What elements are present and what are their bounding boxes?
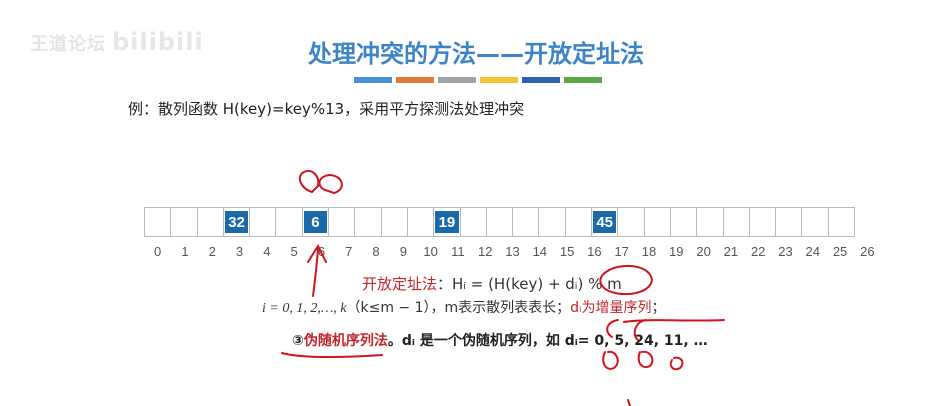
hash-index: 17 <box>614 244 629 259</box>
method-number: ③ <box>292 333 304 349</box>
hash-table: 32 6 19 45 <box>144 207 856 237</box>
hash-index: 13 <box>505 244 520 259</box>
hash-index: 10 <box>423 244 438 259</box>
hash-cell <box>197 207 224 237</box>
formula-line-2: i = 0, 1, 2,…, k（k≤m − 1），m表示散列表表长；dᵢ为增量… <box>262 297 666 317</box>
formula-range: i = 0, 1, 2,…, k <box>262 301 347 316</box>
hash-cell <box>644 207 671 237</box>
hash-cell <box>565 207 593 237</box>
hash-index: 24 <box>805 244 820 259</box>
hash-index: 22 <box>750 244 766 259</box>
hash-index: 23 <box>778 244 793 259</box>
hash-cell <box>697 207 724 237</box>
hash-cell <box>539 207 566 237</box>
method-label: 伪随机序列法 <box>303 333 388 349</box>
watermark-text: 王道论坛 <box>30 34 106 55</box>
color-bar-segment <box>354 77 392 83</box>
color-bar-segment <box>480 77 518 83</box>
hash-cell <box>723 207 750 237</box>
color-bar-segment <box>438 77 476 83</box>
ink-mark-bottom <box>627 399 631 406</box>
hash-cell <box>776 207 803 237</box>
hash-index: 25 <box>832 244 848 259</box>
ink-arrow-shaft <box>312 246 319 297</box>
hash-cell <box>407 207 435 237</box>
hash-cell <box>276 207 303 237</box>
method-description: 。dᵢ 是一个伪随机序列，如 dᵢ= 0, 5, 24, 11, … <box>387 333 708 349</box>
hash-cell <box>802 207 829 237</box>
hash-index: 8 <box>372 244 380 259</box>
ink-circle-5 <box>606 319 619 338</box>
title-color-bar <box>354 77 602 83</box>
slide-title: 处理冲突的方法——开放定址法 <box>308 40 644 68</box>
formula-line-1: 开放定址法：Hᵢ = (H(key) + dᵢ) % m <box>362 273 622 294</box>
hash-index: 12 <box>477 244 493 259</box>
formula-increment-label: dᵢ为增量序列 <box>570 300 652 316</box>
hash-cell: 6 <box>302 207 330 237</box>
hash-cell: 19 <box>434 207 461 237</box>
hash-cell <box>171 207 198 237</box>
hash-index: 15 <box>559 244 575 259</box>
hash-cell <box>145 207 172 237</box>
hash-cell <box>329 207 356 237</box>
color-bar-segment <box>396 77 434 83</box>
formula-label: 开放定址法 <box>362 275 438 293</box>
method-line: ③伪随机序列法。dᵢ 是一个伪随机序列，如 dᵢ= 0, 5, 24, 11, … <box>292 330 708 350</box>
hash-cell: 45 <box>592 207 619 237</box>
hash-cell-value: 32 <box>224 211 249 233</box>
hash-cell-value: 19 <box>435 211 459 233</box>
ink-loop-3 <box>669 356 684 371</box>
hash-index: 26 <box>860 244 875 259</box>
ink-underline-increment <box>623 319 725 323</box>
hash-index: 0 <box>154 244 162 259</box>
color-bar-segment <box>522 77 560 83</box>
hash-index: 20 <box>696 244 711 259</box>
hash-index: 1 <box>181 244 189 259</box>
hash-cell-value: 6 <box>303 211 328 233</box>
ink-circle-mod-m <box>599 264 654 296</box>
hash-cell <box>670 207 698 237</box>
hash-cell <box>381 207 408 237</box>
hash-cell <box>828 207 856 237</box>
ink-circle-right <box>318 173 343 195</box>
hash-index: 14 <box>532 244 548 259</box>
hash-index: 21 <box>723 244 739 259</box>
formula-expression: ：Hᵢ = (H(key) + dᵢ) % m <box>437 275 622 293</box>
color-bar-segment <box>564 77 602 83</box>
hash-index: 2 <box>208 244 216 259</box>
formula-condition: （k≤m − 1），m表示散列表表长； <box>346 300 571 316</box>
ink-underline-method <box>281 352 383 359</box>
ink-circle-left <box>298 170 320 194</box>
hash-cell <box>749 207 777 237</box>
ink-circle-24 <box>633 319 647 341</box>
hash-index: 3 <box>235 244 244 259</box>
hash-index: 11 <box>451 244 465 259</box>
hash-index: 9 <box>399 244 407 259</box>
ink-loop-1 <box>602 350 619 370</box>
hash-cell <box>486 207 514 237</box>
watermark: 王道论坛 bilibili <box>30 28 204 56</box>
hash-index: 16 <box>587 244 602 259</box>
hash-cell <box>460 207 487 237</box>
hash-cell <box>250 207 277 237</box>
hash-cell: 32 <box>223 207 251 237</box>
hash-index: 7 <box>345 244 353 259</box>
hash-index: 4 <box>263 244 271 259</box>
hash-index: 5 <box>290 244 298 259</box>
hash-cell-value: 45 <box>593 211 617 233</box>
ink-loop-2 <box>637 350 654 368</box>
hash-index: 18 <box>641 244 657 259</box>
hash-cell <box>355 207 382 237</box>
ink-arrow-head <box>307 243 327 263</box>
formula-end: ； <box>651 300 666 316</box>
hash-cell <box>618 207 645 237</box>
example-text: 例：散列函数 H(key)=key%13，采用平方探测法处理冲突 <box>128 100 525 118</box>
hash-cell <box>513 207 540 237</box>
bilibili-logo: bilibili <box>112 28 204 56</box>
hash-index: 19 <box>669 244 684 259</box>
